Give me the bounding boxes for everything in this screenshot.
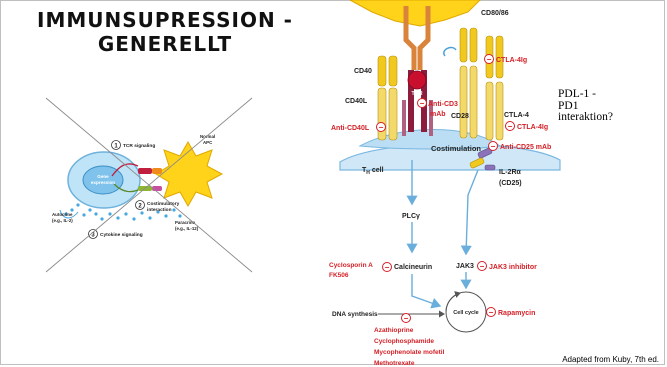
costimulation-label: Costimulation [431,144,481,153]
paracrine-label-line-2: (e.g., IL-12) [175,226,199,231]
pdl1-annotation: PDL-1 - PD1 interaktion? [558,89,613,124]
cyclophosphamide-label: Cyclophosphamide [374,338,434,345]
anti-cd3-label-line-1: Anti-CD3 [428,101,458,108]
gene-expression-label-line-1: Gene [97,174,109,179]
arrow-to-jak3 [466,170,478,254]
ctla4ig-mid-label: CTLA-4Ig [517,124,548,131]
svg-text:−: − [385,263,390,272]
paracrine-label-line-1: Paracrine [175,220,196,225]
cd40l-label: CD40L [345,98,368,105]
cyclosporin-label-line-1: Cyclosporin A [329,262,373,269]
source-credit: Adapted from Kuby, 7th ed. [562,355,659,364]
jak3-label: JAK3 [456,263,474,270]
gene-expression-label-line-2: expression [91,180,115,185]
svg-text:−: − [379,123,384,132]
ctla4-pair [486,36,503,140]
th-cell-label: TH cell [362,167,384,176]
tcr-signaling-label: TCR signaling [123,143,155,149]
pdl1-line-3: interaktion? [558,112,613,124]
mhc-receptor [152,168,162,174]
pdl1-line-1: PDL-1 - [558,89,613,101]
cd28-pair [444,28,477,138]
cyclosporin-label-line-2: FK506 [329,272,349,279]
main-diagram: − − − − − − − − − CD40 CD40L TCR CD80/86… [329,0,560,367]
jak3-inhibitor-label: JAK3 inhibitor [489,264,537,271]
svg-text:−: − [491,142,496,151]
arrow-calcineurin-to-cycle [412,274,440,306]
il2r-label-line-2: (CD25) [499,180,522,187]
normal-apc-label-line-1: Normal [200,134,215,139]
autocrine-label-line-1: Autocrine [52,212,73,217]
anti-cd3-label-line-2: mAb [430,111,446,118]
anti-cd40l-label: Anti-CD40L [331,125,370,132]
svg-text:−: − [420,99,425,108]
svg-text:−: − [508,122,513,131]
tcr-label: TCR [411,91,422,97]
mycophenolate-label: Mycophenolate mofetil [374,349,445,356]
svg-text:−: − [480,262,485,271]
rapamycin-label: Rapamycin [498,310,535,317]
cd40-label: CD40 [354,68,372,75]
costim-label-line-1: Costimulatory [147,201,180,207]
plc-label: PLCγ [402,213,420,220]
calcineurin-label: Calcineurin [394,264,432,271]
ctla4-label: CTLA-4 [504,112,529,119]
normal-apc-label-line-2: APC [203,140,213,145]
cd28-label: CD28 [451,113,469,120]
svg-text:−: − [487,55,492,64]
costim-label-line-2: interaction [147,207,172,213]
cell-cycle-label: Cell cycle [453,310,478,316]
svg-text:−: − [489,308,494,317]
autocrine-label-line-2: (e.g., IL-2) [52,218,73,223]
azathioprine-label: Azathioprine [374,327,414,334]
dna-synthesis-label: DNA synthesis [332,311,378,318]
apc-membrane [350,0,480,26]
svg-text:−: − [404,314,409,323]
cd80-86-label: CD80/86 [481,10,509,17]
il2r-label-line-1: IL-2Rα [499,169,522,176]
ctla4ig-top-label: CTLA-4Ig [496,57,527,64]
anti-cd25-label: Anti-CD25 mAb [500,144,551,151]
crossed-out-diagram: 1 2 3 TCR signaling Costimulatory intera… [46,98,252,272]
tcr-receptor [138,168,152,174]
cytokine-signaling-label: Cytokine signaling [100,232,143,238]
methotrexate-label: Methotrexate [374,360,415,367]
